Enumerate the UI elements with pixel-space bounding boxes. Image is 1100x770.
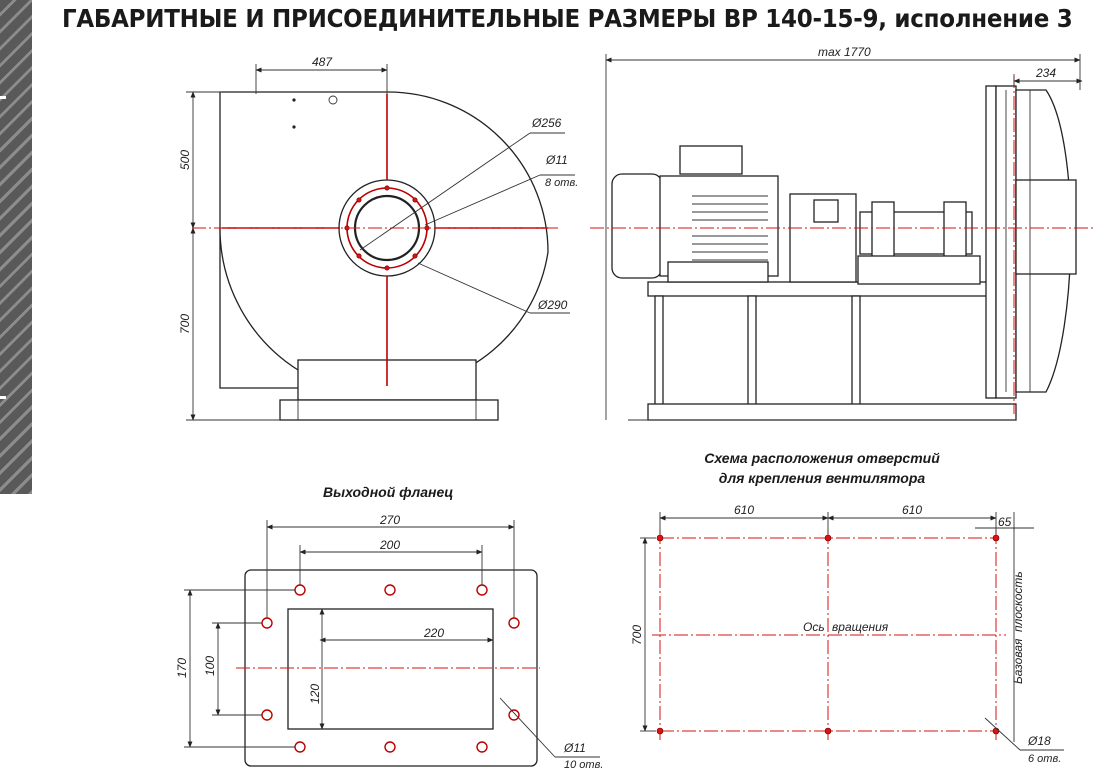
dim-max-1770: max 1770	[818, 45, 871, 59]
outlet-flange-title: Выходной фланец	[323, 484, 453, 500]
motor-terminal-box	[679, 145, 743, 175]
flange-hole-dia: Ø11	[563, 741, 586, 755]
side-tick	[0, 96, 6, 99]
dim-220: 220	[423, 626, 444, 640]
bolt-count: 8 отв.	[545, 177, 578, 189]
dim-500: 500	[178, 150, 192, 170]
mount-title-line2: для крепления вентилятора	[719, 470, 926, 486]
page-title: ГАБАРИТНЫЕ И ПРИСОЕДИНИТЕЛЬНЫЕ РАЗМЕРЫ В…	[62, 4, 1073, 33]
mount-holes	[656, 534, 1000, 735]
dim-200: 200	[379, 538, 400, 552]
bearing	[871, 201, 895, 265]
mount-hole-dia: Ø18	[1027, 734, 1051, 748]
coupling-guard	[813, 199, 839, 223]
dim-d290: Ø290	[537, 298, 568, 312]
inlet-nozzle	[1015, 179, 1077, 275]
dim-100: 100	[203, 656, 217, 676]
base-plate	[279, 399, 499, 421]
motor-body	[659, 175, 779, 277]
mount-title-line1: Схема расположения отверстий	[704, 450, 940, 466]
front-view: Ø256 Ø11 8 отв. Ø290 487 500 700	[178, 55, 578, 421]
frame-post	[654, 295, 664, 407]
mount-hole-count: 6 отв.	[1028, 753, 1061, 765]
base-plane-label-b: плоскость	[1011, 571, 1025, 632]
motor-feet	[667, 261, 769, 283]
flange-holes	[261, 584, 520, 753]
dim-d256: Ø256	[531, 116, 562, 130]
flange-opening	[287, 608, 494, 730]
bearing-support	[857, 255, 981, 285]
flange-hole-count: 10 отв.	[564, 759, 603, 770]
side-tick	[0, 396, 6, 399]
leader-d290	[417, 262, 531, 314]
leader-hole	[984, 717, 1021, 751]
axis-label-b: вращения	[832, 620, 889, 634]
inlet-flange-plate	[985, 85, 997, 399]
mark-hole	[328, 95, 338, 105]
dim-234: 234	[1035, 66, 1056, 80]
dim-d11: Ø11	[545, 153, 568, 167]
mounting-scheme-view: Схема расположения отверстий для креплен…	[630, 450, 1064, 765]
motor-fins	[692, 195, 768, 261]
leader-d11	[424, 174, 541, 226]
dim-65: 65	[998, 515, 1012, 529]
frame-post	[747, 295, 757, 407]
mark-dot	[292, 98, 296, 102]
dim-487: 487	[312, 55, 333, 69]
leader-d256	[359, 132, 531, 251]
frame-base	[647, 403, 1017, 421]
mark-dot	[292, 125, 296, 129]
dim-610-left: 610	[734, 503, 754, 517]
side-band	[0, 0, 32, 494]
side-view: max 1770 234	[590, 45, 1094, 421]
dim-700-mount: 700	[630, 625, 644, 645]
dim-610-right: 610	[902, 503, 922, 517]
leader-hole	[499, 697, 556, 758]
dim-120: 120	[308, 684, 322, 704]
volute-curve	[219, 227, 299, 371]
dim-270: 270	[379, 513, 400, 527]
axis-label-a: Ось	[803, 620, 825, 634]
base-plane-label-a: Базовая	[1011, 638, 1025, 684]
dim-700: 700	[178, 314, 192, 334]
dim-170: 170	[175, 658, 189, 678]
frame-post	[851, 295, 861, 407]
bearing	[943, 201, 967, 265]
inlet-bolt-holes	[344, 185, 430, 271]
motor-end-cap	[611, 173, 663, 279]
outlet-flange-view: Выходной фланец 270 200 220 120 170	[175, 484, 603, 770]
